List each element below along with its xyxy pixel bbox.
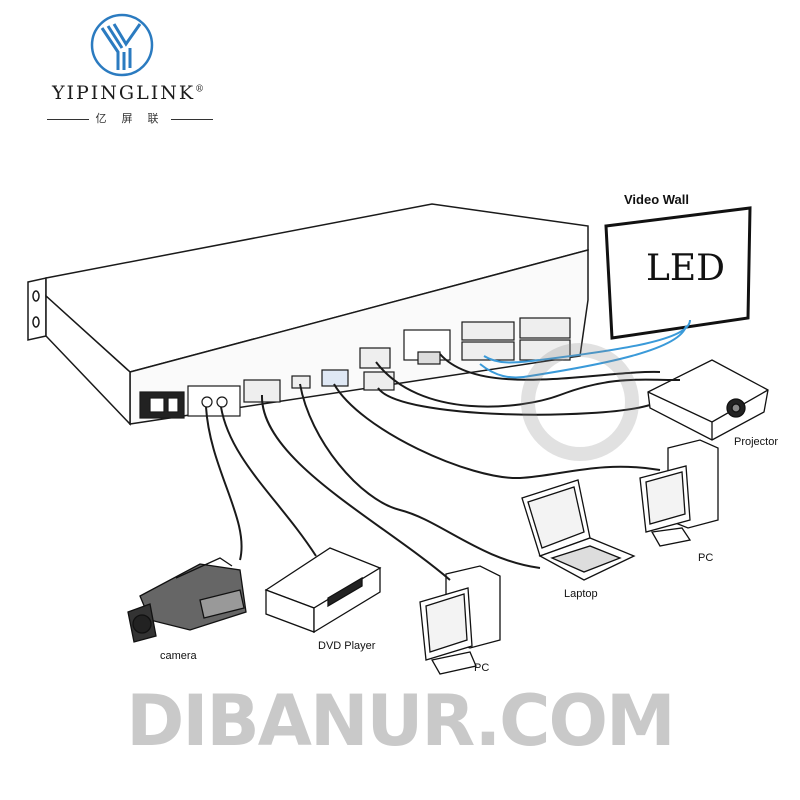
- projector-icon: [647, 359, 769, 441]
- led-label: LED: [646, 248, 726, 289]
- video-processor-device: [27, 203, 589, 426]
- camera-icon: [127, 557, 247, 643]
- brand-name: YIPINGLINK®: [51, 82, 207, 104]
- camera-label: camera: [160, 650, 197, 662]
- pc-center-label: PC: [474, 662, 490, 674]
- projector-label: Projector: [734, 436, 779, 448]
- logo-mark-icon: [90, 13, 154, 77]
- power-socket-icon: [139, 391, 185, 419]
- watermark-icon: [521, 343, 639, 461]
- laptop-label: Laptop: [564, 588, 598, 600]
- brand-subtitle: 亿 屏 联: [30, 110, 230, 126]
- network-cables: [479, 319, 691, 379]
- trademark-symbol: ®: [195, 84, 207, 95]
- video-wall-label: Video Wall: [624, 192, 690, 207]
- pc-right-icon: [639, 439, 719, 547]
- pc-center-icon: [419, 565, 501, 675]
- dvd-player-label: DVD Player: [318, 640, 376, 652]
- dvd-player-icon: [264, 547, 382, 634]
- led-video-wall: [604, 206, 752, 340]
- footer-watermark-text: DIBANUR.COM: [126, 680, 675, 762]
- pc-right-label: PC: [698, 552, 714, 564]
- laptop-icon: [521, 479, 636, 581]
- signal-cables: [205, 353, 681, 581]
